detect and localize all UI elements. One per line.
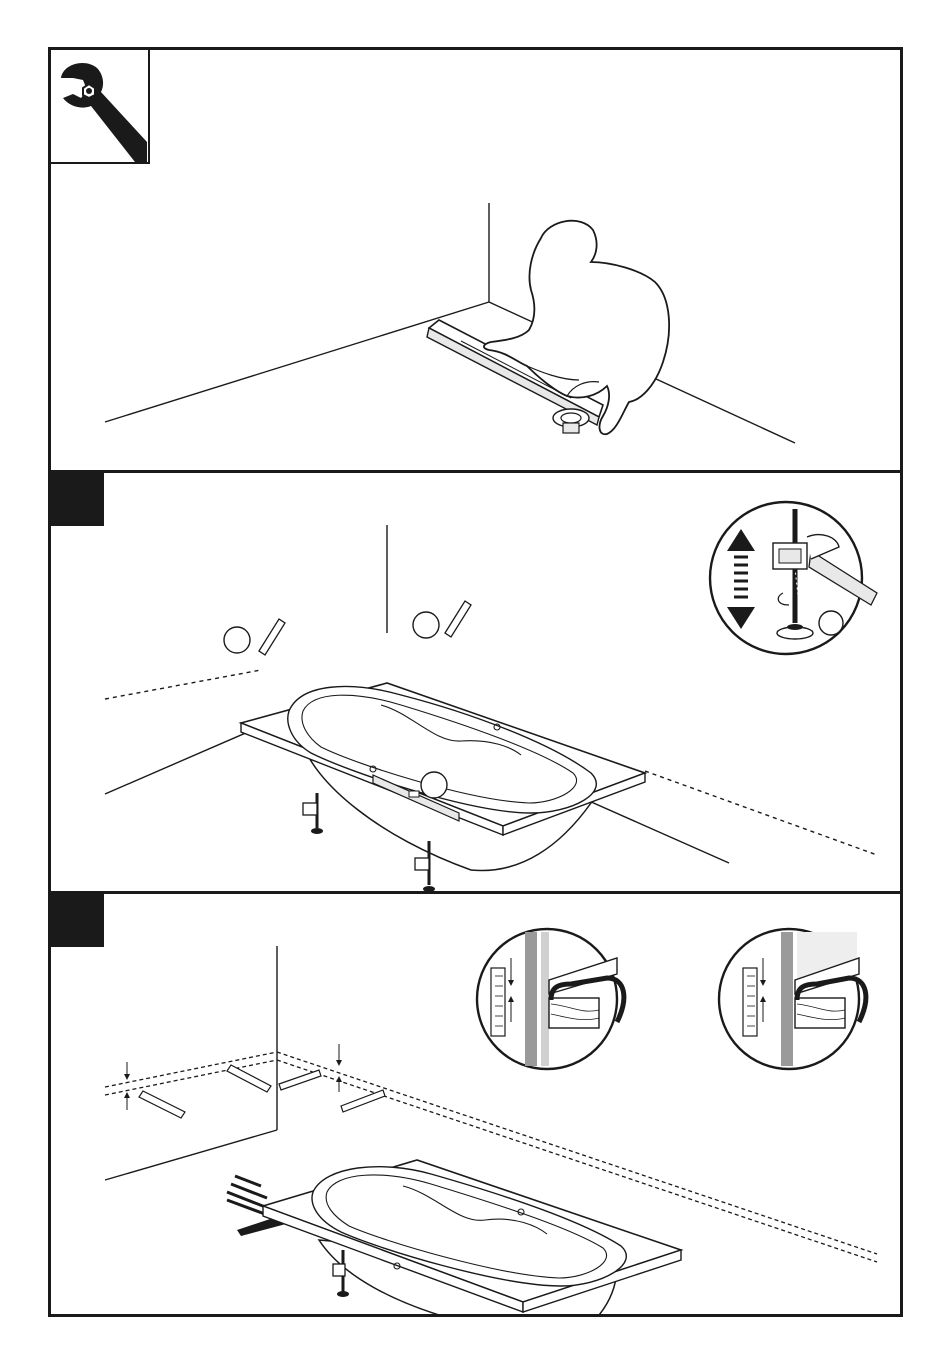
instruction-page-frame xyxy=(48,47,903,1317)
rim-gap-detail-left xyxy=(477,929,624,1069)
pencil-mark-left xyxy=(224,619,285,655)
level-line-right xyxy=(645,771,877,855)
bathtub xyxy=(241,683,645,891)
pencil-3 xyxy=(279,1070,321,1090)
pencil-mark-right xyxy=(413,601,471,638)
pencil-1 xyxy=(139,1091,185,1118)
panel-1-illustration xyxy=(51,50,900,470)
adjustable-leg-back xyxy=(303,793,323,834)
panel-3-illustration xyxy=(51,894,900,1314)
panel-3 xyxy=(51,894,900,1314)
rim-gap-detail-right xyxy=(719,929,866,1069)
panel-2-illustration xyxy=(51,473,900,891)
level-line-left xyxy=(105,670,261,699)
panel-1 xyxy=(51,50,900,470)
gap-arrows-left xyxy=(124,1062,130,1110)
pencil-2 xyxy=(227,1065,271,1092)
gap-arrows-right xyxy=(336,1044,342,1092)
pencil-4 xyxy=(341,1090,385,1112)
bathtub xyxy=(263,1160,681,1314)
panel-2 xyxy=(51,473,900,891)
adjustable-foot-detail xyxy=(710,502,877,654)
